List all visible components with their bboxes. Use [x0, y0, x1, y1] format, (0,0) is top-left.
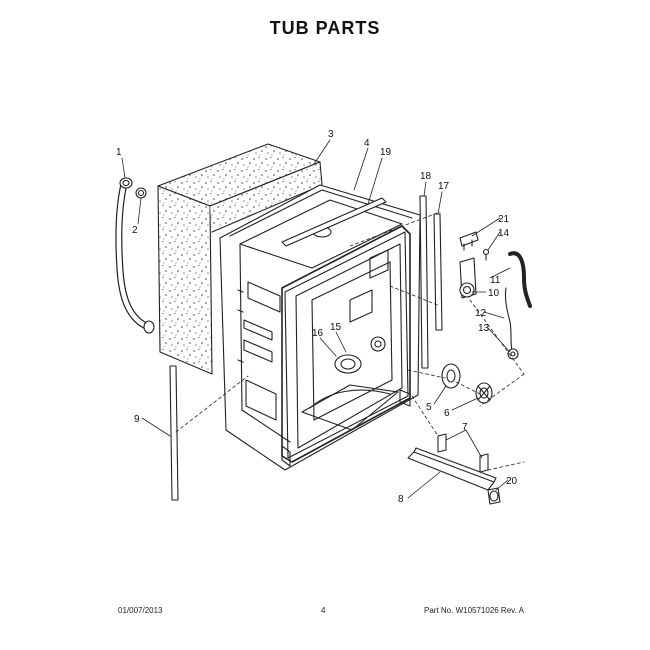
callout-numbers: 1 2 3 4 19 18 17 21 14 11 10 12 13 16 15…: [116, 129, 518, 505]
vent-tube: [508, 251, 532, 308]
callout-2: 2: [132, 225, 138, 236]
wire-12: [504, 287, 513, 351]
callout-5: 5: [426, 402, 432, 413]
tub-body: [219, 184, 421, 471]
footer-page-number: 4: [321, 606, 326, 615]
insulation-blanket: [157, 143, 323, 375]
callout-15: 15: [330, 322, 342, 333]
vent-bracket: [459, 231, 479, 251]
page-title: TUB PARTS: [269, 18, 381, 38]
screw-14: [482, 248, 490, 261]
callout-7: 7: [462, 422, 468, 433]
callout-18: 18: [420, 171, 432, 182]
side-gasket-strip: [169, 365, 179, 501]
callout-13: 13: [478, 323, 490, 334]
callout-14: 14: [498, 228, 510, 239]
callout-6: 6: [444, 408, 450, 419]
tub-top-gasket: [281, 197, 387, 247]
callout-12: 12: [475, 308, 487, 319]
callout-19: 19: [380, 147, 392, 158]
callout-3: 3: [328, 129, 334, 140]
vent-strip: [433, 213, 443, 331]
callout-4: 4: [364, 138, 370, 149]
callout-21: 21: [498, 214, 510, 225]
vent-housing: [459, 257, 477, 299]
callout-20: 20: [506, 476, 518, 487]
assembly-lines: [175, 211, 525, 471]
toe-kick-rail: [407, 447, 497, 491]
callout-11: 11: [490, 275, 501, 286]
footer-part-number: Part No. W10571026 Rev. A: [424, 606, 524, 615]
footer-date: 01/007/2013: [118, 606, 163, 615]
callout-9: 9: [134, 414, 140, 425]
callout-16: 16: [312, 328, 324, 339]
callout-8: 8: [398, 494, 404, 505]
callout-17: 17: [438, 181, 450, 192]
hose-clamp: [135, 187, 147, 199]
drain-hose: [115, 177, 155, 334]
door-gasket-strip: [419, 195, 429, 369]
callout-1: 1: [116, 147, 122, 158]
sump-cover: [441, 363, 461, 389]
leader-lines: [121, 139, 511, 499]
foot-pad: [487, 487, 501, 505]
callout-10: 10: [488, 288, 500, 299]
